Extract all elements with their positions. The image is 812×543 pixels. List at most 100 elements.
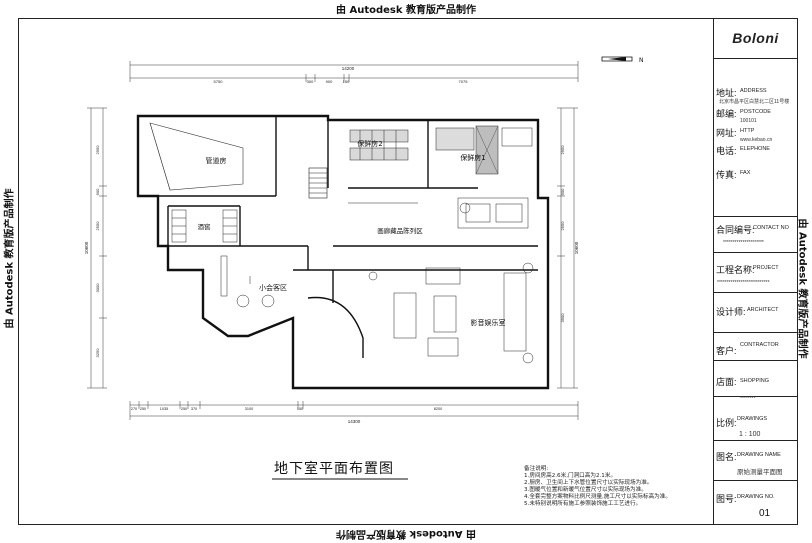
room-label-fresh-room-1: 保鲜房1	[460, 153, 485, 162]
drawing-name-value: 原始测量平面图	[737, 469, 783, 476]
scale-value: 1 : 100	[739, 431, 761, 438]
av-room-furniture	[368, 262, 534, 364]
client-en: CONTRACTOR	[740, 342, 779, 348]
dimension-top	[129, 61, 579, 82]
room-label-pipe-room: 管道房	[206, 156, 227, 165]
interior-walls	[138, 116, 538, 303]
dim-top-d1: 5750	[214, 79, 224, 84]
dim-left-d4: 3000	[95, 283, 100, 293]
dim-bottom-d7: 150	[297, 407, 303, 411]
postcode-value: 100101	[740, 118, 757, 124]
tb-row-contacts: 地址: ADDRESS 北京市昌平区白慧北二区11号楼 邮编: POSTCODE…	[713, 58, 798, 217]
address-value: 北京市昌平区白慧北二区11号楼	[719, 99, 790, 105]
drawing-no-value: 01	[759, 508, 771, 519]
project-en: PROJECT	[753, 265, 779, 271]
drawing-name-label: 图名:	[716, 452, 737, 462]
dim-right-d1: 2950	[560, 145, 565, 155]
tb-row-contract: 合同编号: CONTACT NO *********************	[713, 216, 798, 253]
dim-bottom-d2: 250	[140, 407, 146, 411]
watermark-top: 由 Autodesk 教育版产品制作	[335, 5, 476, 16]
phone-label: 电话:	[716, 146, 737, 156]
website-en: HTTP	[740, 128, 755, 134]
postcode-en: POSTCODE	[740, 109, 771, 115]
drawing-sheet: N 14200 5750 300 900 150 7075	[18, 18, 798, 525]
dimension-bottom	[129, 401, 579, 420]
note-line: 4.全套完整方案物料比例尺测量,施工尺寸以实际标高为准。	[524, 494, 671, 500]
dim-bottom-d5: 370	[191, 407, 197, 411]
dimension-left	[87, 107, 107, 389]
curved-wall	[307, 296, 364, 358]
brand-logo: Boloni	[732, 30, 779, 46]
room-label-gallery: 画廊藏品陈列区	[377, 226, 423, 235]
dim-right-d4: 3900	[560, 313, 565, 323]
phone-en: ELEPHONE	[740, 146, 770, 152]
floor-plan-canvas: N 14200 5750 300 900 150 7075	[18, 18, 798, 525]
shop-label: 店面:	[716, 377, 737, 387]
dim-left-d2: 900	[95, 188, 100, 195]
watermark-left: 由 Autodesk 教育版产品制作	[4, 188, 16, 329]
note-line: 1.房间房高2.6米,门洞口高为2.1米。	[524, 473, 617, 479]
dim-top-total: 14200	[342, 66, 355, 71]
address-en: ADDRESS	[740, 88, 767, 94]
contract-en: CONTACT NO	[753, 225, 789, 231]
website-value: www.kebao.cn	[740, 137, 773, 143]
scale-en: DRAWINGS	[737, 416, 768, 422]
dimension-right	[557, 107, 578, 389]
room-label-wine-cellar: 酒窖	[198, 222, 212, 231]
plan-title: 地下室平面布置图	[274, 461, 394, 477]
room-label-fresh-room-2: 保鲜房2	[357, 139, 382, 148]
shop-en: SHOPPING	[740, 378, 770, 384]
watermark-right: 由 Autodesk 教育版产品制作	[796, 218, 808, 359]
scale-label: 比例:	[716, 418, 737, 428]
dim-left-d3: 2550	[95, 221, 100, 231]
dim-left-d1: 2950	[95, 145, 100, 155]
project-value: ***************************	[717, 280, 770, 286]
title-block: Boloni 地址: ADDRESS 北京市昌平区白慧北二区11号楼 邮编: P…	[713, 18, 798, 525]
contract-value: *********************	[723, 240, 764, 246]
tb-row-drawing-no: 图号: DRAWING NO. 01	[713, 480, 798, 524]
walls	[136, 114, 550, 390]
wine-cellar-shelves	[171, 209, 238, 243]
note-line: 5.未特别说明所有施工参照装饰施工工艺进行。	[524, 501, 642, 507]
room-label-av-room: 影音娱乐室	[471, 318, 506, 327]
dim-left-d5: 3250	[95, 348, 100, 358]
postcode-label: 邮编:	[716, 109, 737, 119]
dim-right-d3: 2550	[560, 221, 565, 231]
tb-row-designer: 设计师: ARCHITECT	[713, 292, 798, 333]
dim-bottom-total: 14300	[348, 419, 361, 424]
project-label: 工程名称:	[716, 265, 755, 275]
tb-row-project: 工程名称: PROJECT **************************…	[713, 252, 798, 293]
drawing-no-label: 图号:	[716, 494, 737, 504]
dim-top-d3: 900	[326, 79, 333, 84]
designer-label: 设计师:	[716, 307, 746, 317]
drawing-no-en: DRAWING NO.	[737, 494, 775, 500]
north-label: N	[639, 57, 644, 64]
address-label: 地址:	[716, 88, 737, 98]
dim-right-total: 10600	[574, 241, 579, 254]
drawing-name-en: DRAWING NAME	[737, 452, 781, 458]
gallery-display	[348, 197, 529, 229]
fax-en: FAX	[740, 170, 751, 176]
dim-top-d4: 150	[343, 79, 350, 84]
fresh-room-1-shelves	[435, 125, 533, 175]
note-line: 3.图暖气位置和新暖气位置尺寸以实际现场为准。	[524, 487, 647, 493]
designer-en: ARCHITECT	[747, 307, 779, 313]
north-arrow: N	[601, 56, 644, 64]
lounge-furniture	[220, 255, 275, 308]
plan-title-block: 地下室平面布置图	[274, 458, 414, 478]
tb-row-drawing-name: 图名: DRAWING NAME 原始测量平面图	[713, 440, 798, 481]
pipe-room-shape	[149, 122, 244, 191]
design-notes: 备注说明: 1.房间房高2.6米,门洞口高为2.1米。 2.厨房、卫生间上下水管…	[524, 466, 704, 508]
dim-top-d5: 7075	[459, 79, 469, 84]
tb-row-scale: 比例: DRAWINGS 1 : 100	[713, 396, 798, 441]
contract-label: 合同编号:	[716, 225, 755, 235]
sheet-border	[18, 18, 798, 525]
client-label: 客户:	[716, 346, 737, 356]
website-label: 网址:	[716, 128, 737, 138]
note-line: 2.厨房、卫生间上下水管位置尺寸以实际现场为准。	[524, 480, 653, 486]
dim-left-total: 10600	[84, 241, 89, 254]
tb-row-shop: 店面: SHOPPING ********	[713, 360, 798, 402]
fax-label: 传真:	[716, 170, 737, 180]
notes-heading: 备注说明:	[524, 466, 549, 472]
tb-row-brand	[713, 18, 798, 59]
